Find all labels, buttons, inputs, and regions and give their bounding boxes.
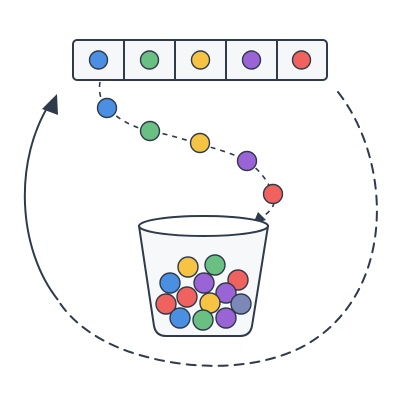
cup-ball-purple xyxy=(215,282,237,304)
strip-balls xyxy=(88,50,312,70)
cup-ball-yellow xyxy=(177,256,199,278)
strip-ball-blue xyxy=(88,50,109,70)
strip-ball-green xyxy=(139,50,160,70)
cup-balls xyxy=(155,254,252,331)
strip-ball-purple xyxy=(241,50,262,70)
cup-ball-slate xyxy=(230,293,252,315)
cup-ball-blue xyxy=(169,307,191,329)
falling-ball-blue xyxy=(96,97,118,119)
strip-ball-yellow xyxy=(190,50,211,70)
cup-ball-blue xyxy=(159,272,181,294)
cycle-arrow-dashed xyxy=(57,91,378,367)
cup-ball-purple xyxy=(215,307,237,329)
falling-path-line xyxy=(98,81,276,219)
cup-ball-green xyxy=(192,309,214,331)
strip-ball-red xyxy=(291,50,312,70)
falling-ball-purple xyxy=(236,150,258,172)
falling-ball-green xyxy=(139,120,161,142)
cup-ball-red xyxy=(176,286,198,308)
falling-ball-red xyxy=(262,183,284,205)
cycle-arrowhead-icon xyxy=(42,94,58,115)
cup-ball-green xyxy=(204,254,226,276)
cycle-arrow-solid xyxy=(23,99,59,301)
cup-ball-purple xyxy=(193,272,215,294)
cup-ball-red xyxy=(155,293,177,315)
falling-ball-yellow xyxy=(189,132,211,154)
cup-rim xyxy=(138,215,269,237)
falling-balls xyxy=(96,97,284,205)
